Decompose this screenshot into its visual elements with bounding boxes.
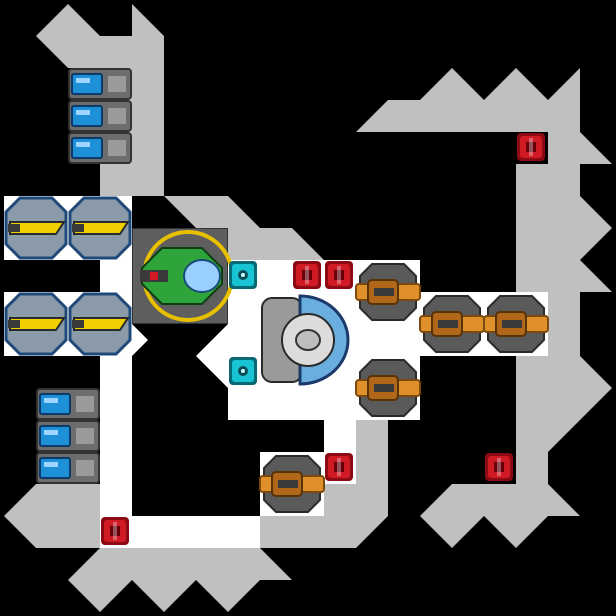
armor-block (517, 133, 545, 161)
fuel-cell (36, 420, 100, 452)
corridor-bottom (132, 516, 260, 548)
cockpit-module (140, 230, 234, 322)
engine-pod (68, 292, 132, 356)
hull-center-wedge (164, 196, 324, 260)
armor-block (485, 453, 513, 481)
engine-pod (4, 292, 68, 356)
turret-cannon (355, 359, 421, 417)
gap-b (164, 388, 260, 516)
fuel-cell (68, 68, 132, 100)
turret-cannon (355, 263, 421, 321)
armor-block (101, 517, 129, 545)
shield-generator (229, 357, 257, 385)
turret-cannon (259, 455, 325, 513)
reactor-core (261, 294, 350, 386)
engine-pod (68, 196, 132, 260)
armor-block (325, 261, 353, 289)
hull-right-frame (356, 68, 612, 548)
shield-generator (229, 261, 257, 289)
turret-cannon (419, 295, 485, 353)
turret-cannon (483, 295, 549, 353)
armor-block (293, 261, 321, 289)
armor-block (325, 453, 353, 481)
fuel-cell (68, 100, 132, 132)
fuel-cell (36, 388, 100, 420)
fuel-cell (36, 452, 100, 484)
engine-pod (4, 196, 68, 260)
fuel-cell (68, 132, 132, 164)
